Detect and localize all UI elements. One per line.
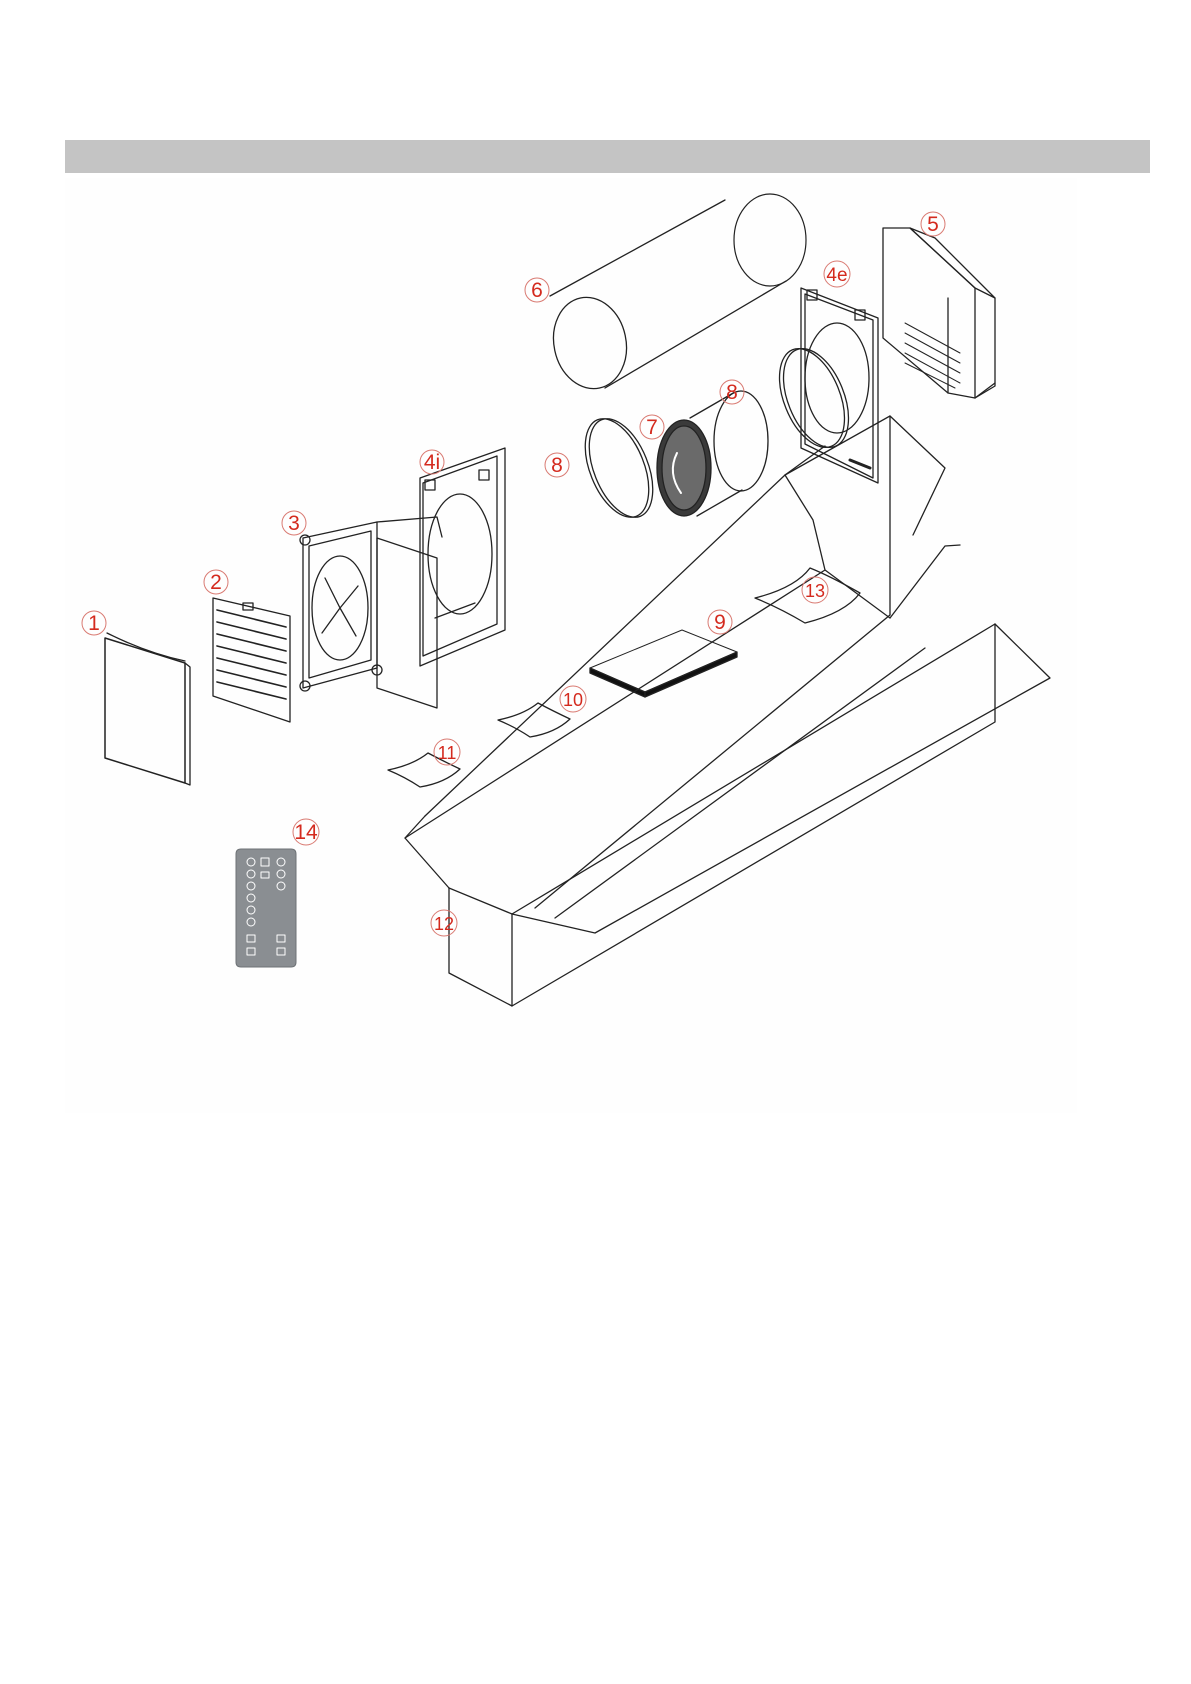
callout-5-text: 5 xyxy=(927,213,939,236)
callout-4i-text: 4i xyxy=(424,451,440,474)
remote-control xyxy=(236,849,296,967)
callout-2: 2 xyxy=(204,570,228,594)
callout-13: 13 xyxy=(802,577,828,603)
callout-14: 14 xyxy=(293,819,319,845)
callout-10-text: 10 xyxy=(563,690,583,710)
duct-tube xyxy=(545,194,806,395)
callout-7: 7 xyxy=(640,415,664,439)
outer-hood xyxy=(883,228,995,398)
inner-grille xyxy=(213,598,290,722)
callout-11: 11 xyxy=(434,739,460,765)
callout-6-text: 6 xyxy=(531,279,543,302)
callout-4e: 4e xyxy=(824,261,850,287)
heat-exchanger xyxy=(657,391,768,516)
callout-8-left: 8 xyxy=(545,453,569,477)
callout-8-left-text: 8 xyxy=(551,454,563,477)
callout-1-text: 1 xyxy=(88,612,100,635)
callout-4i: 4i xyxy=(420,450,444,474)
callout-4e-text: 4e xyxy=(826,265,847,286)
front-cover xyxy=(105,633,190,785)
callout-9-text: 9 xyxy=(714,611,726,634)
callout-9: 9 xyxy=(708,610,732,634)
callout-10: 10 xyxy=(560,686,586,712)
callout-8-right: 8 xyxy=(720,380,744,404)
exploded-view-diagram: 1 2 3 4i 4e 5 xyxy=(65,178,1077,1113)
callout-12: 12 xyxy=(431,910,457,936)
packaging-box xyxy=(405,416,1050,1006)
callout-2-text: 2 xyxy=(210,571,222,594)
callout-13-text: 13 xyxy=(805,581,825,601)
callout-3: 3 xyxy=(282,511,306,535)
callout-3-text: 3 xyxy=(288,512,300,535)
callout-6: 6 xyxy=(525,278,549,302)
callout-12-text: 12 xyxy=(434,914,454,934)
outer-mounting-plate xyxy=(801,288,878,483)
fan-unit xyxy=(300,517,442,708)
callout-8-right-text: 8 xyxy=(726,381,738,404)
callout-7-text: 7 xyxy=(646,416,658,439)
sealing-ring-right xyxy=(767,339,862,456)
callout-1: 1 xyxy=(82,611,106,635)
callout-14-text: 14 xyxy=(294,821,318,844)
callout-5: 5 xyxy=(921,212,945,236)
callout-11-text: 11 xyxy=(438,743,457,763)
section-header-bar xyxy=(65,140,1150,173)
leaflet-10 xyxy=(498,703,570,737)
